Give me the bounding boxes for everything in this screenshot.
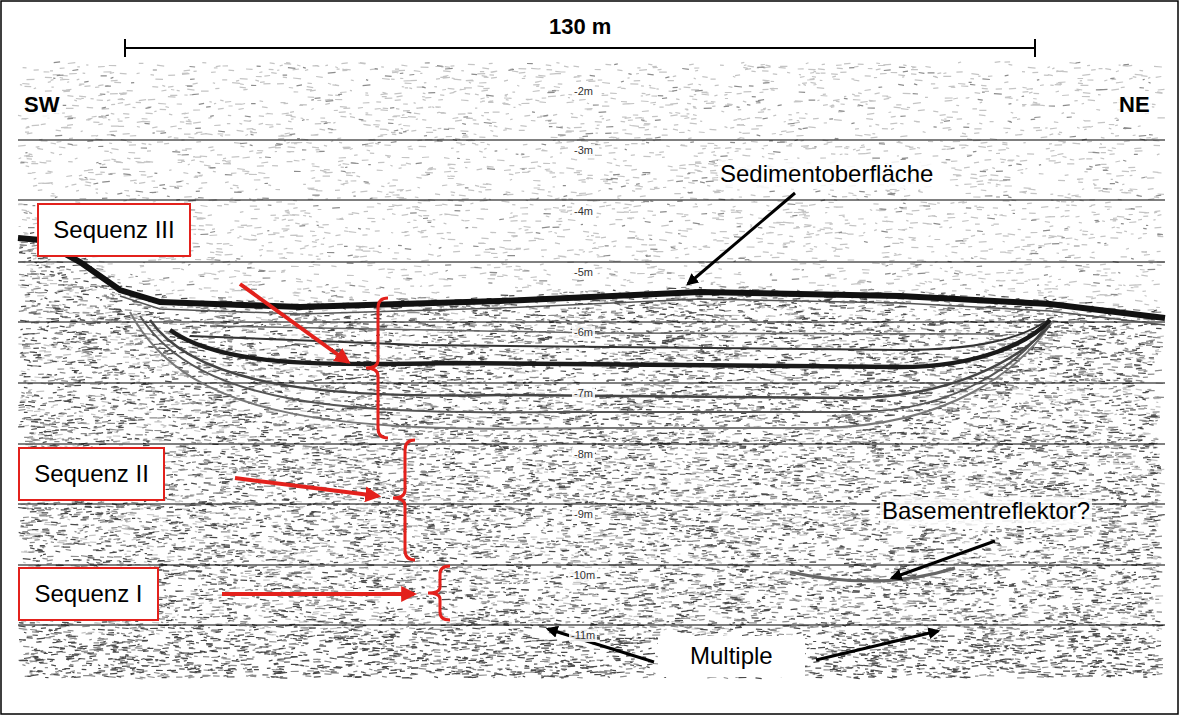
leader-arrows <box>222 284 414 594</box>
depth-label: -3m <box>572 144 595 157</box>
noise-streaks <box>18 62 1164 679</box>
reflectors <box>18 238 1165 581</box>
sequence-label: Sequenz II <box>34 460 149 489</box>
depth-label: -2m <box>572 85 595 98</box>
direction-label: SW <box>22 92 61 118</box>
sequence-braces <box>366 298 450 620</box>
scale-label: 130 m <box>549 14 611 40</box>
sequence-label: Sequenz I <box>34 580 142 609</box>
depth-label: -5m <box>572 266 595 279</box>
sequence-label: Sequenz III <box>53 216 174 245</box>
sequence-box: Sequenz II <box>18 447 165 501</box>
pointer-arrows <box>548 193 995 662</box>
direction-label: NE <box>1117 92 1152 118</box>
depth-label: -10m <box>568 569 597 582</box>
depth-label: -9m <box>572 508 595 521</box>
depth-label: -8m <box>572 448 595 461</box>
scale-bar <box>125 47 1035 49</box>
depth-grid <box>18 140 1165 625</box>
annotation-label: Sedimentoberfläche <box>718 160 935 189</box>
seismic-noise <box>18 62 1165 679</box>
annotation-label: Basementreflektor? <box>880 497 1092 526</box>
sequence-box: Sequenz I <box>18 567 159 621</box>
depth-label: -6m <box>572 326 595 339</box>
depth-label: -4m <box>572 205 595 218</box>
annotation-label: Multiple <box>658 636 805 677</box>
sequence-box: Sequenz III <box>37 203 191 257</box>
noise-streaks <box>18 233 1165 679</box>
depth-label: -11m <box>569 629 597 642</box>
depth-label: -7m <box>572 387 595 400</box>
scale-tick <box>124 39 126 57</box>
scale-tick <box>1034 39 1036 57</box>
